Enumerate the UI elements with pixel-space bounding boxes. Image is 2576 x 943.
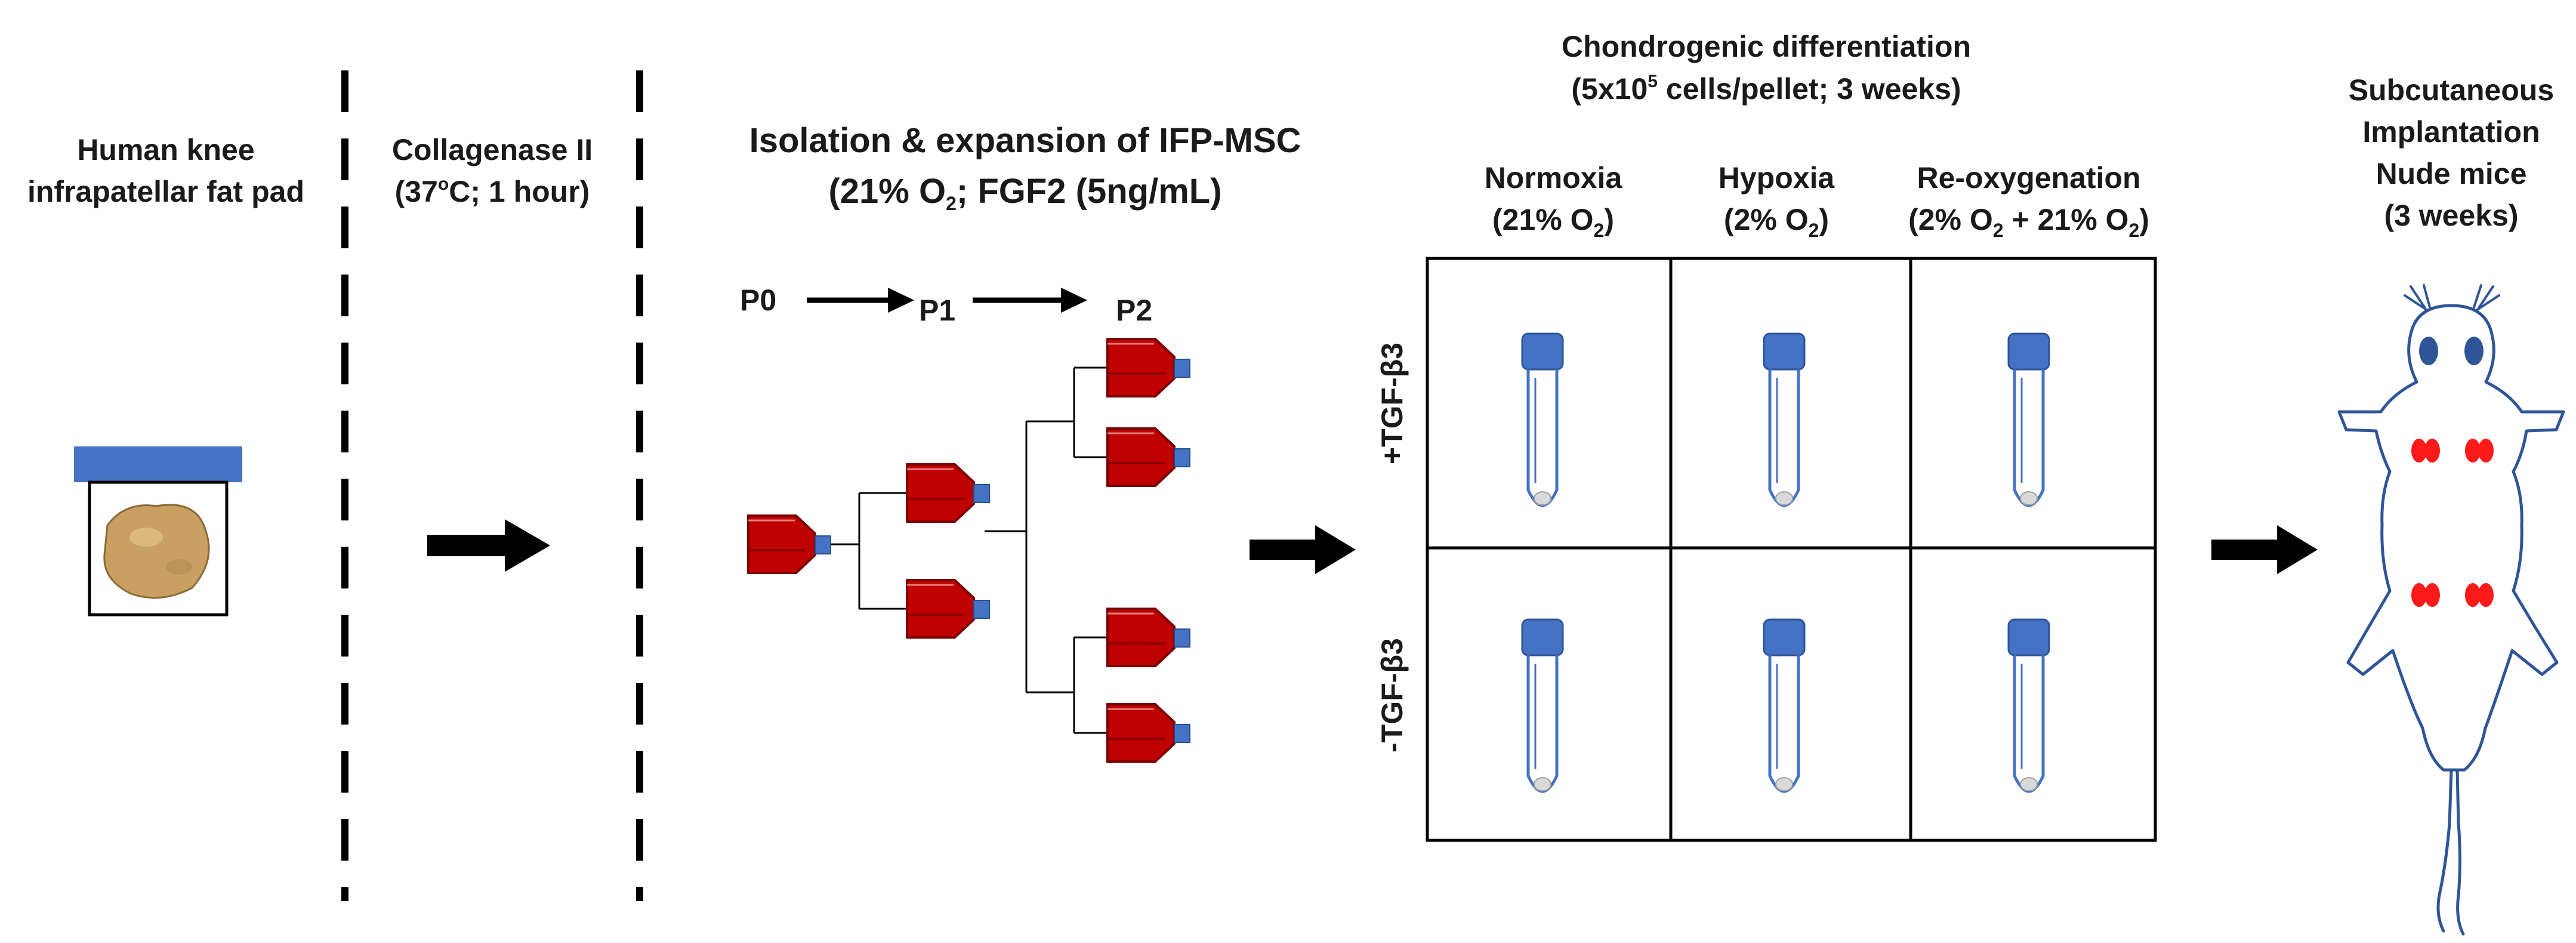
flask-p2-d-icon bbox=[1106, 703, 1191, 763]
passage-p0: P0 bbox=[740, 283, 776, 317]
step1-line1: Human knee bbox=[77, 133, 254, 167]
nude-mouse-icon bbox=[2337, 284, 2565, 936]
fat-pad-tissue-icon bbox=[103, 504, 210, 599]
arrow-1-icon bbox=[427, 519, 550, 572]
step5-line4: (3 weeks) bbox=[2384, 199, 2518, 232]
condition-grid bbox=[1426, 257, 2157, 842]
fat-pad-container-icon bbox=[74, 446, 242, 617]
passage-arrow-2-icon bbox=[973, 288, 1087, 313]
flask-p1-b-icon bbox=[906, 579, 991, 639]
flask-p0-icon bbox=[747, 514, 832, 574]
row-plus-tgf: +TGF-β3 bbox=[1375, 343, 1409, 464]
flask-p2-a-icon bbox=[1106, 338, 1191, 397]
implant-sites bbox=[2411, 439, 2494, 607]
col-reoxygenation-name: Re-oxygenation bbox=[1917, 161, 2140, 195]
tube-normoxia-minus-icon bbox=[1522, 620, 1563, 791]
step5-line2: Implantation bbox=[2362, 115, 2540, 149]
step3-line2: (21% O2; FGF2 (5ng/mL) bbox=[828, 172, 1221, 214]
tube-normoxia-plus-icon bbox=[1522, 334, 1563, 506]
arrow-3-icon bbox=[2211, 525, 2318, 574]
step5-line1: Subcutaneous bbox=[2349, 73, 2554, 107]
arrow-2-icon bbox=[1250, 525, 1356, 574]
passage-p1: P1 bbox=[919, 294, 955, 327]
tube-reoxy-plus-icon bbox=[2009, 334, 2049, 506]
step5-line3: Nude mice bbox=[2376, 157, 2527, 190]
col-reoxygenation-cond: (2% O2 + 21% O2) bbox=[1908, 203, 2149, 241]
step1-line2: infrapatellar fat pad bbox=[27, 175, 304, 208]
col-hypoxia-cond: (2% O2) bbox=[1724, 203, 1829, 241]
step4-title: Chondrogenic differentiation bbox=[1562, 30, 1971, 63]
flask-p2-c-icon bbox=[1106, 608, 1191, 667]
tube-hypoxia-plus-icon bbox=[1764, 334, 1804, 506]
flask-p1-a-icon bbox=[906, 463, 991, 523]
col-normoxia-cond: (21% O2) bbox=[1492, 203, 1614, 241]
step2-line2: (37oC; 1 hour) bbox=[395, 174, 590, 208]
col-normoxia-name: Normoxia bbox=[1485, 161, 1623, 195]
expansion-tree bbox=[831, 366, 1107, 734]
step3-line1: Isolation & expansion of IFP-MSC bbox=[749, 121, 1301, 160]
step4-subtitle: (5x105 cells/pellet; 3 weeks) bbox=[1571, 72, 1961, 106]
col-hypoxia-name: Hypoxia bbox=[1719, 161, 1835, 195]
tube-hypoxia-minus-icon bbox=[1764, 620, 1804, 791]
row-minus-tgf: -TGF-β3 bbox=[1375, 638, 1409, 753]
flask-p2-b-icon bbox=[1106, 427, 1191, 487]
passage-arrow-1-icon bbox=[807, 288, 914, 313]
passage-p2: P2 bbox=[1116, 294, 1152, 327]
step2-line1: Collagenase II bbox=[392, 133, 593, 167]
tube-reoxy-minus-icon bbox=[2009, 620, 2049, 791]
